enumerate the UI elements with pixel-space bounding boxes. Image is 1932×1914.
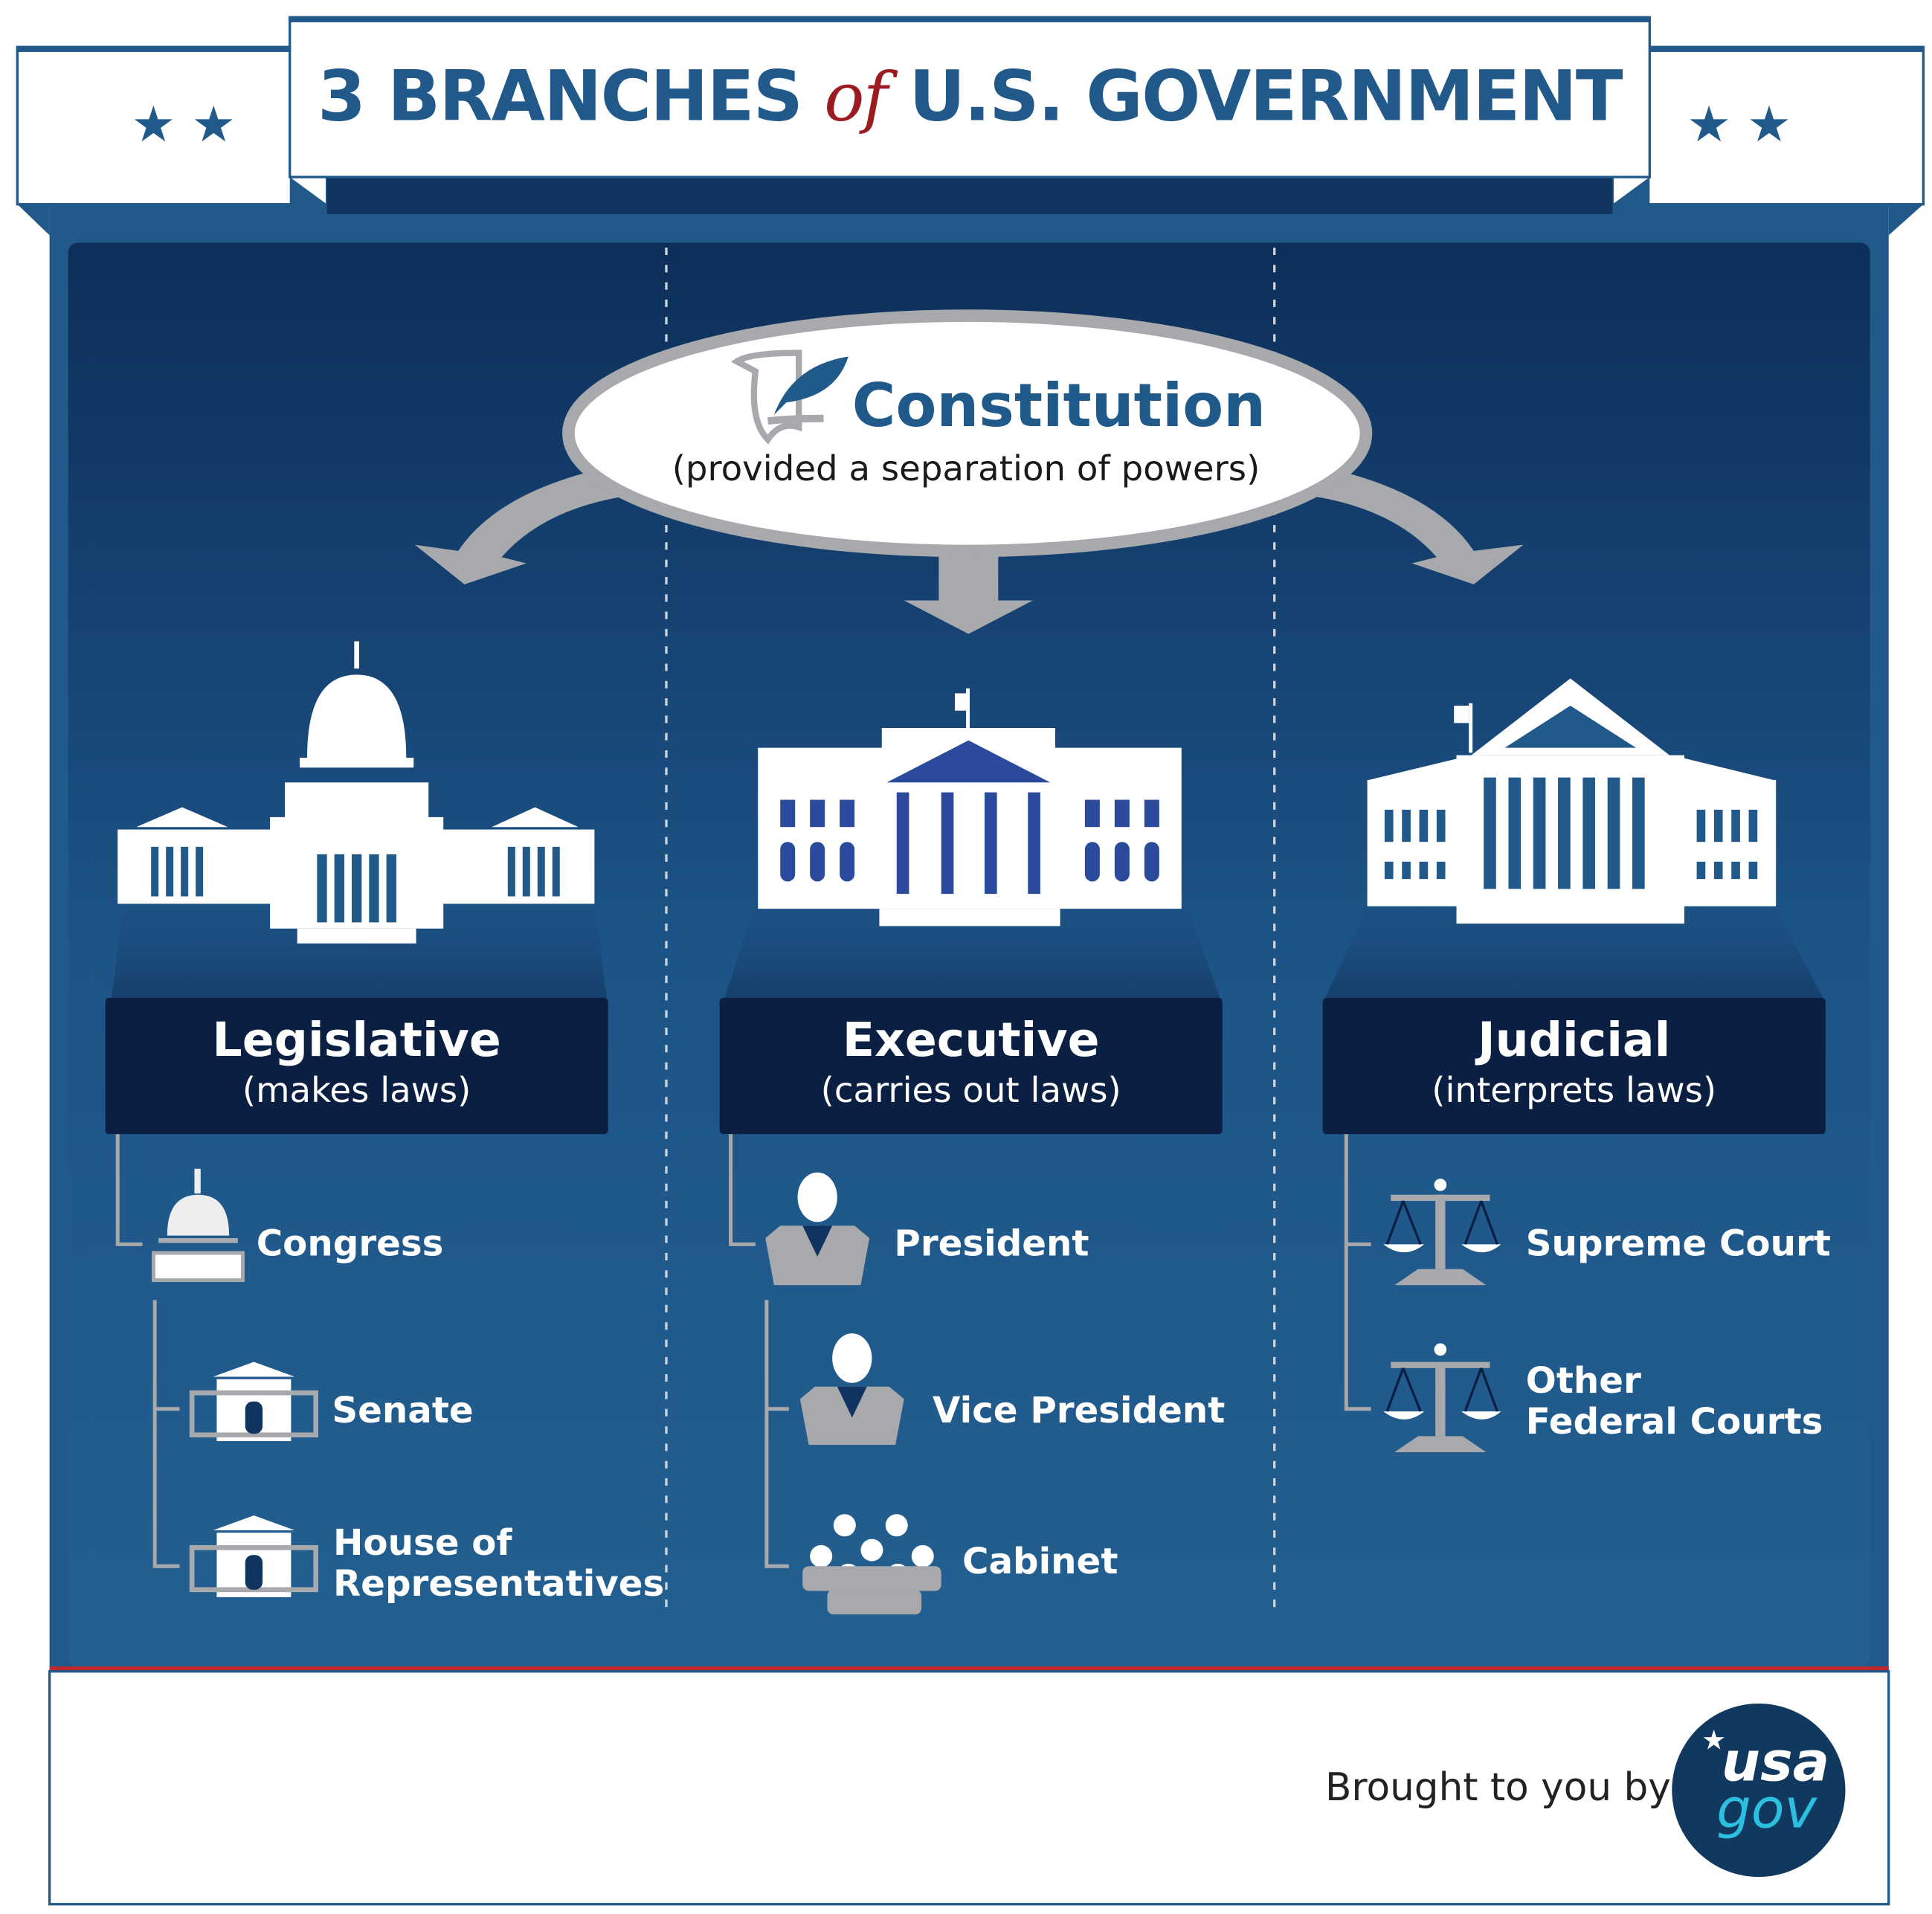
item-vice-president: Vice President bbox=[933, 1389, 1226, 1431]
scales-icon-federal bbox=[1383, 1343, 1501, 1453]
star-icon: ★ bbox=[1701, 1726, 1727, 1757]
branch-name: Judicial bbox=[1478, 1012, 1671, 1068]
page-title: 3 BRANCHES of U.S. GOVERNMENT bbox=[290, 17, 1650, 177]
cabinet-icon bbox=[802, 1514, 941, 1615]
legislative-box: Legislative (makes laws) bbox=[105, 997, 608, 1135]
logo-gov: gov bbox=[1716, 1777, 1817, 1841]
stars-left-icon: ★ ★ bbox=[131, 96, 236, 154]
scroll-quill-icon bbox=[730, 349, 849, 445]
item-cabinet: Cabinet bbox=[962, 1540, 1118, 1582]
item-federal-courts: Other Federal Courts bbox=[1525, 1359, 1823, 1443]
senate-icon bbox=[189, 1362, 319, 1442]
capitol-building-icon bbox=[117, 641, 595, 944]
branch-name: Executive bbox=[842, 1012, 1100, 1068]
scales-icon-supreme bbox=[1383, 1179, 1501, 1286]
item-supreme-court: Supreme Court bbox=[1525, 1222, 1831, 1264]
constitution-title: Constitution bbox=[851, 371, 1266, 441]
brought-to-you-by: Brought to you by bbox=[1324, 1765, 1671, 1811]
branch-role: (carries out laws) bbox=[820, 1069, 1121, 1111]
constitution-subtitle: (provided a separation of powers) bbox=[672, 448, 1260, 489]
judicial-box: Judicial (interprets laws) bbox=[1322, 997, 1826, 1135]
item-senate: Senate bbox=[332, 1389, 474, 1431]
branch-name: Legislative bbox=[212, 1012, 501, 1068]
president-icon bbox=[765, 1172, 870, 1286]
supreme-court-building-icon bbox=[1367, 678, 1777, 924]
house-icon bbox=[189, 1515, 319, 1597]
item-federal-line1: Other bbox=[1525, 1359, 1641, 1402]
vice-president-icon bbox=[799, 1333, 904, 1446]
item-congress: Congress bbox=[256, 1222, 444, 1264]
item-federal-line2: Federal Courts bbox=[1525, 1400, 1823, 1443]
item-house-line2: Representatives bbox=[332, 1562, 665, 1605]
item-house-line1: House of bbox=[332, 1521, 512, 1564]
title-part1: 3 BRANCHES bbox=[318, 57, 803, 138]
congress-icon bbox=[152, 1168, 245, 1283]
item-president: President bbox=[894, 1222, 1089, 1264]
logo-usa: usa bbox=[1721, 1730, 1830, 1794]
branch-role: (makes laws) bbox=[242, 1069, 471, 1111]
white-house-icon bbox=[758, 688, 1182, 927]
usagov-logo[interactable]: ★ usa gov bbox=[1672, 1704, 1846, 1878]
stars-right-icon: ★ ★ bbox=[1687, 96, 1791, 154]
executive-box: Executive (carries out laws) bbox=[719, 997, 1223, 1135]
item-house: House of Representatives bbox=[332, 1521, 665, 1605]
branch-role: (interprets laws) bbox=[1432, 1069, 1717, 1111]
title-of: of bbox=[824, 58, 888, 137]
title-part2: U.S. GOVERNMENT bbox=[909, 57, 1623, 138]
